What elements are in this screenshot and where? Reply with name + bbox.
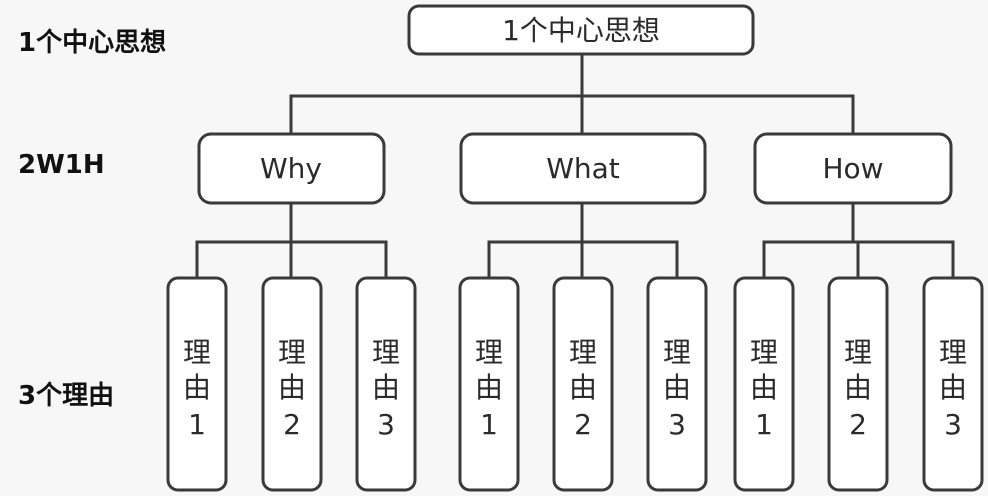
reason-node-why-2: 理 由 2 <box>261 276 323 492</box>
root-box <box>407 4 755 56</box>
reason-number: 2 <box>849 408 867 441</box>
reason-char-2: 由 <box>569 371 597 404</box>
reason-char-2: 由 <box>278 371 306 404</box>
reason-char-1: 理 <box>183 336 211 369</box>
reason-node-why-1: 理 由 1 <box>166 276 228 492</box>
branch-node-how: How <box>753 132 953 205</box>
reason-box <box>733 276 795 492</box>
root-label: 1个中心思想 <box>502 14 660 47</box>
reason-char-1: 理 <box>278 336 306 369</box>
branch-box-how <box>753 132 953 205</box>
branch-node-what: What <box>459 132 707 205</box>
reason-node-what-2: 理 由 2 <box>552 276 614 492</box>
reason-box <box>552 276 614 492</box>
reason-box <box>922 276 984 492</box>
row-label-reasons: 3个理由 <box>18 381 114 411</box>
reason-node-what-3: 理 由 3 <box>646 276 708 492</box>
reason-char-1: 理 <box>844 336 872 369</box>
reason-char-1: 理 <box>663 336 691 369</box>
connectors <box>195 52 955 280</box>
reason-char-2: 由 <box>939 371 967 404</box>
reason-box <box>355 276 417 492</box>
reason-box <box>827 276 889 492</box>
reason-char-2: 由 <box>183 371 211 404</box>
reason-node-how-2: 理 由 2 <box>827 276 889 492</box>
reason-node-how-1: 理 由 1 <box>733 276 795 492</box>
branch-label-what: What <box>546 152 620 185</box>
branch-label-how: How <box>822 152 883 185</box>
reason-number: 3 <box>668 408 686 441</box>
reason-node-how-3: 理 由 3 <box>922 276 984 492</box>
row-label-central-idea: 1个中心思想 <box>18 28 166 58</box>
reason-box <box>166 276 228 492</box>
reason-number: 2 <box>283 408 301 441</box>
branch-box-what <box>459 132 707 205</box>
reason-char-2: 由 <box>475 371 503 404</box>
reason-number: 3 <box>377 408 395 441</box>
reason-char-2: 由 <box>663 371 691 404</box>
reason-number: 1 <box>755 408 773 441</box>
branch-label-why: Why <box>260 152 322 185</box>
reason-char-2: 由 <box>750 371 778 404</box>
reason-box <box>646 276 708 492</box>
reason-box <box>458 276 520 492</box>
branch-node-why: Why <box>197 132 386 205</box>
reason-number: 1 <box>188 408 206 441</box>
reason-number: 3 <box>944 408 962 441</box>
row-label-2w1h: 2W1H <box>18 150 105 180</box>
reason-char-1: 理 <box>939 336 967 369</box>
reason-number: 2 <box>574 408 592 441</box>
root-node: 1个中心思想 <box>407 4 755 56</box>
reason-node-what-1: 理 由 1 <box>458 276 520 492</box>
reason-char-1: 理 <box>372 336 400 369</box>
reason-char-1: 理 <box>475 336 503 369</box>
reason-box <box>261 276 323 492</box>
reason-node-why-3: 理 由 3 <box>355 276 417 492</box>
reason-char-2: 由 <box>372 371 400 404</box>
reason-char-2: 由 <box>844 371 872 404</box>
reason-char-1: 理 <box>569 336 597 369</box>
reason-number: 1 <box>480 408 498 441</box>
branch-box-why <box>197 132 386 205</box>
reason-char-1: 理 <box>750 336 778 369</box>
